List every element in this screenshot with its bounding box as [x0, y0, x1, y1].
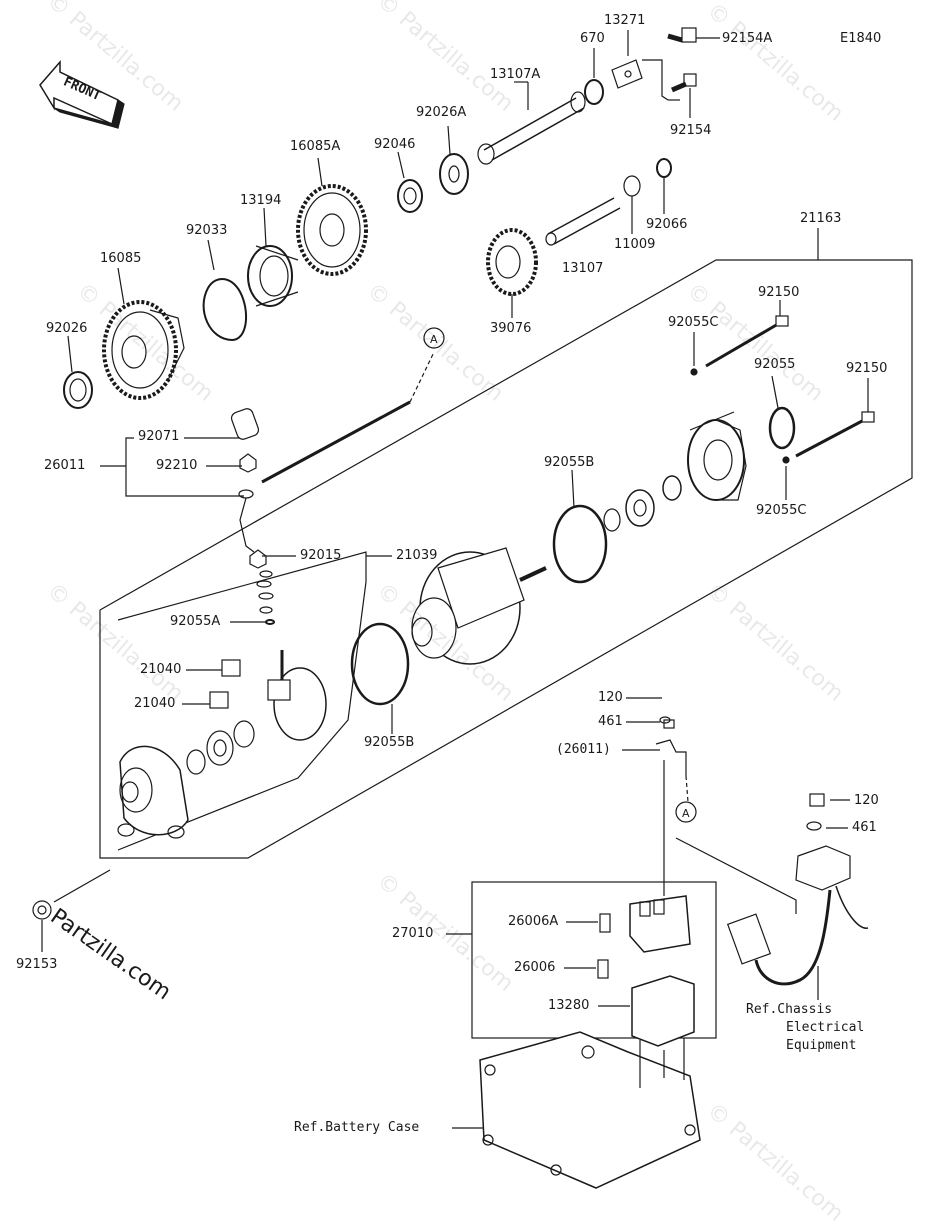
part-label-461-a: 461 [598, 714, 623, 729]
part-label-92046: 92046 [374, 137, 416, 152]
part-label-26006A: 26006A [508, 914, 559, 929]
starter-relay-icon [629, 895, 691, 953]
part-label-92150-b: 92150 [846, 361, 888, 376]
ref-chassis-line1: Ref.Chassis [746, 1002, 833, 1017]
bolt-92154A-icon [667, 27, 720, 43]
part-label-13107A: 13107A [490, 67, 541, 82]
part-label-120-a: 120 [598, 690, 623, 705]
part-label-21040-a: 21040 [140, 662, 182, 677]
part-label-27010: 27010 [392, 926, 434, 941]
starter-rear-cover-icon [687, 411, 747, 501]
part-label-92055C-a: 92055C [668, 315, 719, 330]
starter-front-cover-icon [117, 745, 189, 839]
armature-icon [411, 547, 547, 665]
part-label-461-b: 461 [852, 820, 877, 835]
callout-a-top: A [430, 333, 438, 346]
clutch-13194-icon [247, 207, 299, 307]
gear-39076-icon [486, 228, 538, 318]
part-label-92026A: 92026A [416, 105, 467, 120]
part-label-92210: 92210 [156, 458, 198, 473]
part-label-39076: 39076 [490, 321, 532, 336]
part-label-92150-a: 92150 [758, 285, 800, 300]
part-label-92153: 92153 [16, 957, 58, 972]
assembly-outline-21163 [99, 259, 913, 859]
part-label-92055: 92055 [754, 357, 796, 372]
parts-diagram: A A FRONT [32, 27, 913, 1189]
bolt-92154-icon [671, 73, 697, 118]
ref-chassis-line3: Equipment [786, 1038, 857, 1053]
part-label-670: 670 [580, 31, 605, 46]
battery-case-icon [479, 1031, 701, 1189]
part-label-13280: 13280 [548, 998, 590, 1013]
front-arrow-icon [39, 59, 125, 129]
part-label-92066: 92066 [646, 217, 688, 232]
part-label-13107: 13107 [562, 261, 604, 276]
callout-a-bottom: A [682, 807, 690, 820]
part-label-13194: 13194 [240, 193, 282, 208]
ref-chassis-line2: Electrical [786, 1020, 865, 1035]
part-label-92026: 92026 [46, 321, 88, 336]
part-label-92071: 92071 [138, 429, 180, 444]
part-label-92015: 92015 [300, 548, 342, 563]
part-label-16085: 16085 [100, 251, 142, 266]
part-label-26006: 26006 [514, 960, 556, 975]
part-label-92055A: 92055A [170, 614, 221, 629]
part-label-21040-b: 21040 [134, 696, 176, 711]
part-label-120-b: 120 [854, 793, 879, 808]
gear-16085A-icon [296, 157, 368, 276]
part-label-26011: 26011 [44, 458, 86, 473]
part-label-11009: 11009 [614, 237, 656, 252]
part-label-26011-ref: (26011) [556, 742, 611, 757]
ref-battery-case: Ref.Battery Case [294, 1120, 420, 1135]
brush-plate-icon [267, 650, 327, 741]
part-label-92154A: 92154A [722, 31, 773, 46]
gear-16085-icon [102, 267, 185, 400]
part-label-21039: 21039 [396, 548, 438, 563]
part-label-92055C-b: 92055C [756, 503, 807, 518]
bolt-92153-icon [32, 869, 111, 952]
washer-stack-icon [249, 549, 275, 625]
part-label-92055B-bottom: 92055B [364, 735, 415, 750]
diagram-code: E1840 [840, 31, 882, 46]
assembly-outline-21039 [117, 551, 367, 851]
part-label-92154: 92154 [670, 123, 712, 138]
part-label-13271: 13271 [604, 13, 646, 28]
part-label-92055B-top: 92055B [544, 455, 595, 470]
part-label-92033: 92033 [186, 223, 228, 238]
part-label-21163: 21163 [800, 211, 842, 226]
part-label-16085A: 16085A [290, 139, 341, 154]
